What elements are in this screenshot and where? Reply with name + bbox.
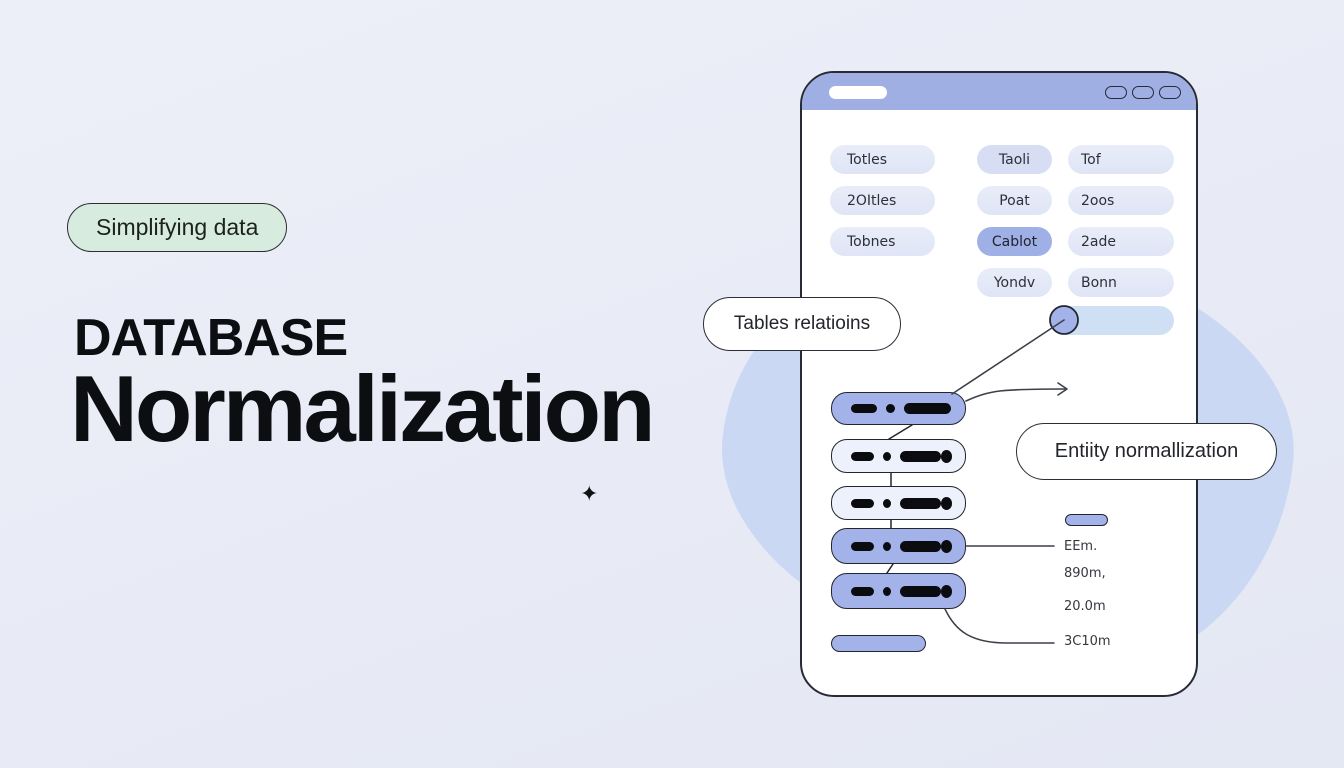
key-dot-icon	[940, 584, 952, 598]
field-dot-icon	[882, 451, 891, 461]
sparkle-icon: ✦	[580, 482, 599, 507]
chip-tobnes[interactable]: Tobnes	[830, 227, 935, 256]
hero-badge-label: Simplifying data	[96, 214, 259, 240]
table-row[interactable]	[831, 573, 966, 609]
callout-tables-label: Tables relatioins	[733, 313, 871, 334]
callout-tables-relations: Tables relatioins	[703, 297, 901, 351]
window-button-3[interactable]	[1159, 86, 1181, 99]
field-dash-icon	[851, 498, 874, 508]
chip-column-2: Taoli Poat Cablot Yondv	[977, 145, 1052, 297]
field-dash-icon	[899, 540, 941, 552]
callout-entity-label: Entiity normallization	[1054, 440, 1239, 462]
chip-2oos[interactable]: 2oos	[1068, 186, 1174, 215]
chip-cablot-active[interactable]: Cablot	[977, 227, 1052, 256]
chip-tof[interactable]: Tof	[1068, 145, 1174, 174]
metric-label: 20.0m	[1064, 599, 1106, 614]
window-button-1[interactable]	[1105, 86, 1127, 99]
window-button-2[interactable]	[1132, 86, 1154, 99]
callout-entity-normalization: Entiity normallization	[1016, 423, 1277, 480]
table-row[interactable]	[831, 392, 966, 425]
bottom-placeholder-pill	[831, 635, 926, 652]
hero-kicker: DATABASE	[74, 309, 348, 367]
arrow-head-icon	[1057, 382, 1068, 396]
field-dash-icon	[851, 541, 874, 551]
field-dot-icon	[882, 498, 891, 508]
chip-totles[interactable]: Totles	[830, 145, 935, 174]
phone-header-bar	[802, 73, 1196, 110]
metric-label: 890m,	[1064, 566, 1106, 581]
metric-label: 3C10m	[1064, 634, 1111, 649]
chip-2ade[interactable]: 2ade	[1068, 227, 1174, 256]
field-dash-icon	[851, 451, 874, 461]
key-dot-icon	[940, 539, 952, 553]
chip-taoli[interactable]: Taoli	[977, 145, 1052, 174]
field-dash-icon	[899, 497, 941, 509]
chip-column-3: Tof 2oos 2ade Bonn	[1068, 145, 1174, 297]
table-row[interactable]	[831, 486, 966, 520]
chip-2oitles[interactable]: 2OItles	[830, 186, 935, 215]
field-dash-icon	[899, 450, 941, 462]
field-dash-icon	[899, 585, 941, 597]
slider-track[interactable]	[1054, 306, 1174, 335]
chip-bonn[interactable]: Bonn	[1068, 268, 1174, 297]
field-dot-icon	[882, 541, 891, 551]
chip-poat[interactable]: Poat	[977, 186, 1052, 215]
key-dot-icon	[940, 449, 952, 463]
table-row[interactable]	[831, 528, 966, 564]
page-title: Normalization	[70, 356, 656, 461]
phone-mockup: Totles 2OItles Tobnes Taoli Poat Cablot …	[800, 71, 1198, 697]
hero-badge: Simplifying data	[67, 203, 288, 252]
legend-pill	[1065, 514, 1108, 526]
field-dash-icon	[904, 403, 951, 414]
chip-yondv[interactable]: Yondv	[977, 268, 1052, 297]
field-dash-icon	[851, 586, 874, 596]
key-dot-icon	[940, 496, 952, 510]
header-title-pill	[829, 86, 887, 99]
field-dot-icon	[886, 404, 895, 413]
chip-column-1: Totles 2OItles Tobnes	[830, 145, 935, 256]
table-row[interactable]	[831, 439, 966, 473]
field-dot-icon	[882, 586, 891, 596]
field-dash-icon	[851, 404, 877, 413]
metric-label: EEm.	[1064, 539, 1098, 554]
